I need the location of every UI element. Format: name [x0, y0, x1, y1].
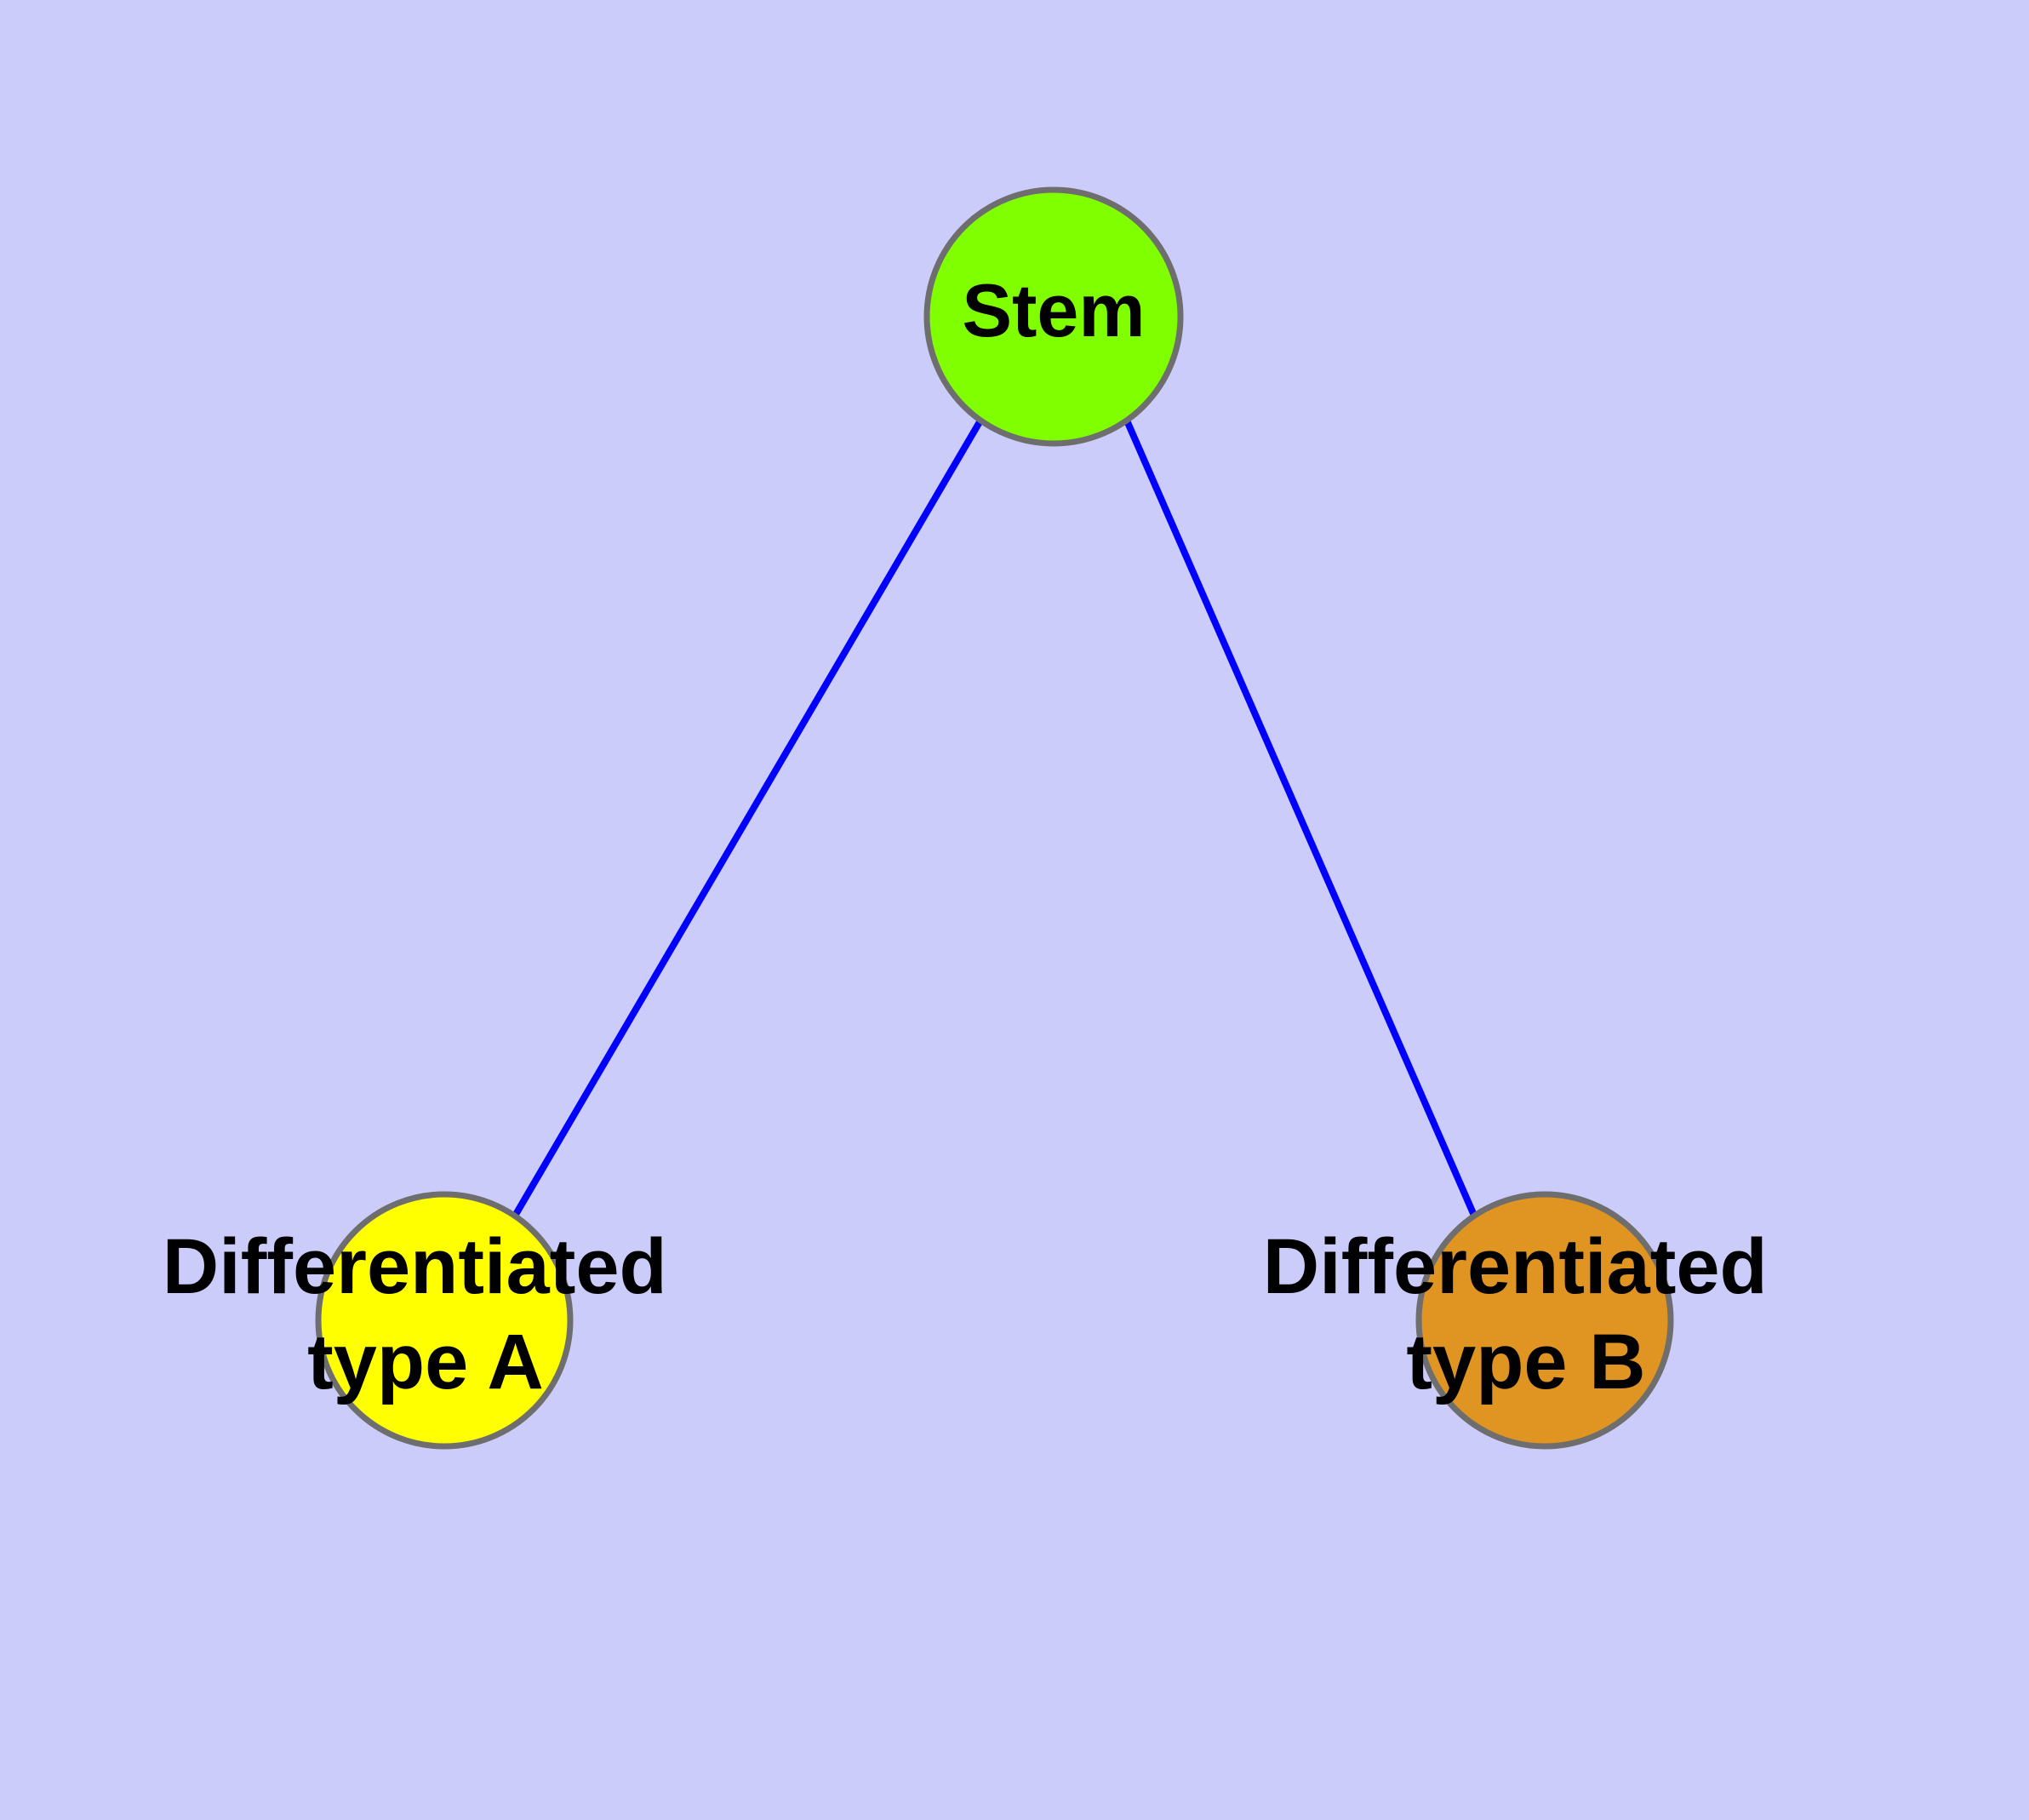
node-circle-stem[interactable]	[923, 186, 1184, 447]
node-circle-differentiated-type-a[interactable]	[315, 1191, 574, 1450]
node-label-stem: Stem	[962, 268, 1145, 352]
node-label-differentiated-type-a: Differentiated type A	[163, 1223, 689, 1405]
edge-stem-to-differentiated-type-a[interactable]	[511, 418, 984, 1220]
node-circle-differentiated-type-b[interactable]	[1415, 1191, 1674, 1450]
node-differentiated-type-a[interactable]: Differentiated type A	[163, 1191, 689, 1450]
edges-group	[511, 418, 1478, 1220]
node-label-differentiated-type-b: Differentiated type B	[1263, 1223, 1790, 1405]
edge-stem-to-differentiated-type-b[interactable]	[1123, 419, 1478, 1219]
node-differentiated-type-b[interactable]: Differentiated type B	[1263, 1191, 1790, 1450]
nodes-group: Stem Differentiated type A Differentiate…	[163, 186, 1790, 1450]
node-stem[interactable]: Stem	[923, 186, 1184, 447]
